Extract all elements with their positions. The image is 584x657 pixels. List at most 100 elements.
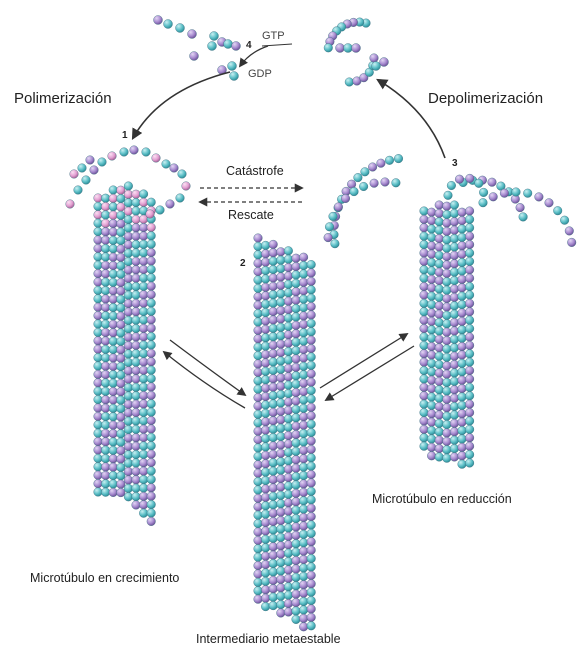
tubulin-bead (124, 400, 133, 409)
tubulin-bead (124, 199, 133, 208)
tubulin-bead (117, 371, 126, 380)
tubulin-bead (109, 488, 118, 497)
tubulin-bead (101, 446, 110, 455)
tubulin-bead (254, 351, 263, 360)
tubulin-bead (132, 249, 141, 258)
tubulin-bead (427, 393, 436, 402)
tubulin-bead (284, 490, 293, 499)
tubulin-bead (132, 417, 141, 426)
tubulin-bead (132, 492, 141, 501)
tubulin-bead (307, 395, 316, 404)
tubulin-bead (450, 402, 459, 411)
tubulin-bead (94, 463, 103, 472)
tubulin-bead (254, 259, 263, 268)
tubulin-bead (465, 366, 474, 375)
depolymerization-label: Depolimerización (428, 90, 543, 107)
tubulin-bead (139, 223, 148, 232)
tubulin-bead (284, 314, 293, 323)
tubulin-bead (124, 283, 133, 292)
tubulin-bead (435, 226, 444, 235)
tubulin-bead (420, 417, 429, 426)
tubulin-bead (94, 437, 103, 446)
tubulin-bead (324, 44, 333, 53)
tubulin-bead (277, 348, 286, 357)
tubulin-bead (269, 425, 278, 434)
tubulin-bead (109, 203, 118, 212)
tubulin-bead (284, 356, 293, 365)
tubulin-bead (147, 383, 156, 392)
tubulin-bead (299, 480, 308, 489)
tubulin-bead (139, 459, 148, 468)
tubulin-bead (465, 308, 474, 317)
tubulin-bead (299, 337, 308, 346)
tubulin-bead (277, 382, 286, 391)
tubulin-bead (435, 243, 444, 252)
tubulin-bead (269, 484, 278, 493)
tubulin-bead (94, 252, 103, 261)
tubulin-bead (427, 334, 436, 343)
tubulin-bead (139, 383, 148, 392)
tubulin-bead (458, 443, 467, 452)
tubulin-bead (101, 228, 110, 237)
tubulin-bead (109, 429, 118, 438)
tubulin-bead (101, 202, 110, 211)
tubulin-bead (261, 325, 270, 334)
tubulin-bead (139, 467, 148, 476)
tubulin-bead (132, 282, 141, 291)
tubulin-bead (147, 450, 156, 459)
tubulin-bead (139, 291, 148, 300)
tubulin-bead (277, 533, 286, 542)
tubulin-bead (101, 194, 110, 203)
tubulin-bead (450, 453, 459, 462)
tubulin-bead (284, 574, 293, 583)
tubulin-bead (299, 278, 308, 287)
tubulin-bead (435, 285, 444, 294)
tubulin-bead (299, 396, 308, 405)
tubulin-bead (269, 366, 278, 375)
tubulin-bead (261, 266, 270, 275)
tubulin-bead (120, 148, 129, 157)
tubulin-bead (109, 253, 118, 262)
metastable-intermediate-label: Intermediario metaestable (196, 632, 341, 646)
tubulin-bead (117, 228, 126, 237)
tubulin-bead (277, 550, 286, 559)
tubulin-bead (101, 219, 110, 228)
tubulin-bead (299, 488, 308, 497)
tubulin-bead (420, 316, 429, 325)
tubulin-bead (132, 266, 141, 275)
tubulin-bead (292, 523, 301, 532)
tubulin-bead (307, 546, 316, 555)
tubulin-bead (94, 236, 103, 245)
tubulin-bead (269, 585, 278, 594)
tubulin-bead (458, 426, 467, 435)
tubulin-bead (109, 345, 118, 354)
tubulin-bead (307, 437, 316, 446)
tubulin-bead (124, 308, 133, 317)
tubulin-bead (299, 413, 308, 422)
tubulin-bead (101, 387, 110, 396)
tubulin-bead (254, 368, 263, 377)
tubulin-bead (443, 395, 452, 404)
tubulin-bead (147, 341, 156, 350)
tubulin-bead (190, 52, 199, 61)
tubulin-bead (277, 290, 286, 299)
tubulin-bead (458, 267, 467, 276)
tubulin-bead (299, 329, 308, 338)
tubulin-bead (284, 381, 293, 390)
tubulin-bead (427, 258, 436, 267)
tubulin-bead (132, 316, 141, 325)
tubulin-bead (117, 186, 126, 195)
tubulin-bead (132, 232, 141, 241)
tubulin-bead (420, 392, 429, 401)
gtp-gdp-exchange-arrow (240, 46, 268, 66)
tubulin-bead (284, 541, 293, 550)
tubulin-bead (142, 148, 151, 157)
tubulin-bead (307, 344, 316, 353)
tubulin-bead (450, 411, 459, 420)
tubulin-bead (443, 328, 452, 337)
tubulin-bead (443, 429, 452, 438)
tubulin-bead (117, 404, 126, 413)
tubulin-bead (560, 216, 569, 225)
tubulin-bead (132, 274, 141, 283)
